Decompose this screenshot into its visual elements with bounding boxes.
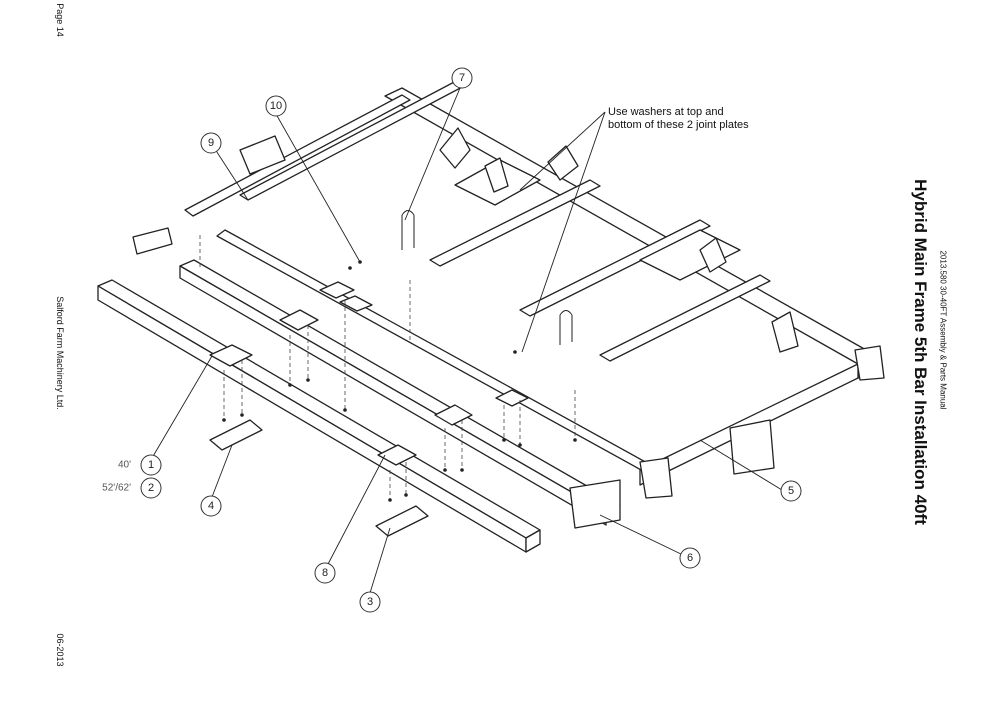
bolts bbox=[222, 260, 577, 502]
callout-10: 10 bbox=[265, 95, 287, 117]
u-bolts bbox=[401, 210, 573, 345]
callout-2: 2 bbox=[140, 477, 162, 499]
washer-note-line2: bottom of these 2 joint plates bbox=[608, 119, 749, 131]
main-frame bbox=[132, 79, 885, 499]
svg-text:2: 2 bbox=[148, 482, 154, 494]
callout-4: 4 bbox=[200, 495, 222, 517]
callout-6: 6 bbox=[679, 547, 701, 569]
callout-7: 7 bbox=[451, 67, 473, 89]
hardware-dashes bbox=[199, 235, 576, 500]
washer-note-line1: Use washers at top and bbox=[608, 106, 724, 118]
callout-9: 9 bbox=[200, 132, 222, 154]
svg-text:10: 10 bbox=[270, 100, 282, 112]
svg-text:8: 8 bbox=[322, 567, 328, 579]
size-label-40: 40' bbox=[118, 460, 131, 471]
svg-text:3: 3 bbox=[367, 596, 373, 608]
callout-1: 1 bbox=[140, 454, 162, 476]
svg-text:5: 5 bbox=[788, 485, 794, 497]
svg-text:4: 4 bbox=[208, 500, 214, 512]
joint-plates bbox=[209, 281, 529, 537]
callout-leaders bbox=[151, 87, 783, 594]
svg-text:6: 6 bbox=[687, 552, 693, 564]
svg-text:9: 9 bbox=[208, 137, 214, 149]
svg-text:7: 7 bbox=[459, 72, 465, 84]
callout-3: 3 bbox=[359, 591, 381, 613]
size-label-52-62: 52'/62' bbox=[102, 483, 131, 494]
callout-8: 8 bbox=[314, 562, 336, 584]
svg-text:1: 1 bbox=[148, 459, 154, 471]
callout-5: 5 bbox=[780, 480, 802, 502]
